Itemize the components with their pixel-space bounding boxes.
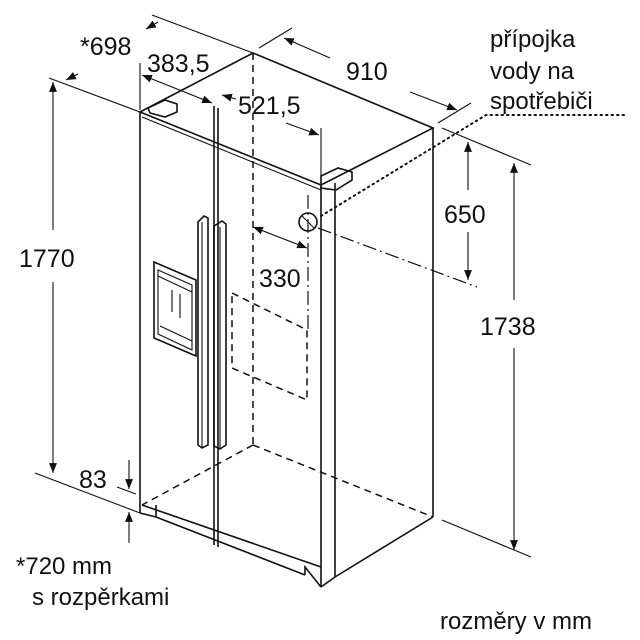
water-horizontal-axis bbox=[317, 227, 478, 288]
arrow-910-right bbox=[409, 91, 458, 111]
ext-698-top bbox=[151, 14, 254, 54]
ext-1738-bottom bbox=[441, 519, 532, 558]
ext-910-right bbox=[437, 102, 472, 124]
units-note: rozměry v mm bbox=[440, 608, 592, 635]
dim-83-label: 83 bbox=[79, 466, 107, 494]
water-note-line-2: vody na bbox=[490, 58, 575, 85]
dim-650-label: 650 bbox=[444, 201, 486, 229]
top-trim bbox=[141, 116, 322, 191]
dim-330-label: 330 bbox=[259, 265, 301, 293]
fridge-body bbox=[138, 52, 435, 588]
arrow-383 bbox=[141, 74, 213, 104]
ext-910-left bbox=[258, 27, 293, 49]
right-foot bbox=[304, 564, 322, 588]
ext-698-bottom bbox=[48, 77, 141, 113]
left-foot bbox=[139, 505, 157, 519]
water-note-line-1: přípojka bbox=[490, 26, 576, 53]
spacer-note-line-1: *720 mm bbox=[16, 553, 112, 580]
hidden-bottom-left bbox=[141, 444, 254, 506]
door-handles bbox=[197, 215, 227, 450]
dispenser-line bbox=[157, 275, 193, 293]
floor-line bbox=[34, 472, 141, 514]
dim-1738-label: 1738 bbox=[480, 313, 536, 341]
side-bottom bbox=[334, 516, 434, 578]
ext-top-right bbox=[441, 127, 532, 166]
water-connection bbox=[298, 114, 626, 330]
hidden-water-area bbox=[231, 291, 308, 402]
arrow-521-left bbox=[221, 93, 237, 102]
ext-83 bbox=[116, 486, 137, 495]
dispenser-tray bbox=[159, 325, 193, 342]
dim-521-label: 521,5 bbox=[238, 92, 301, 120]
bottom-corner bbox=[320, 576, 336, 588]
plinth-bottom bbox=[155, 516, 306, 576]
dim-910-label: 910 bbox=[346, 58, 388, 86]
spacer-note-line-2: s rozpěrkami bbox=[32, 584, 169, 611]
arrow-521-right bbox=[285, 122, 320, 136]
hidden-bottom-right bbox=[252, 444, 434, 518]
dispenser-frame bbox=[153, 260, 197, 358]
right-bracket bbox=[320, 167, 353, 191]
dim-383-label: 383,5 bbox=[147, 50, 210, 78]
arrow-910-left bbox=[283, 37, 331, 59]
arrow-698-bottom bbox=[65, 72, 79, 81]
left-bracket bbox=[146, 99, 178, 118]
dimension-lines bbox=[34, 14, 532, 558]
arrow-698-top bbox=[145, 20, 159, 30]
dim-698-label: *698 bbox=[80, 33, 131, 61]
water-note-line-3: spotřebiči bbox=[490, 88, 593, 115]
left-handle bbox=[197, 215, 209, 449]
water-leader-dotted bbox=[320, 114, 626, 217]
dim-1770-label: 1770 bbox=[19, 245, 75, 273]
dispenser-inner bbox=[157, 269, 193, 351]
arrow-330 bbox=[252, 226, 308, 249]
water-dispenser bbox=[153, 260, 197, 358]
plinth-top bbox=[141, 504, 322, 568]
right-handle bbox=[213, 220, 227, 450]
